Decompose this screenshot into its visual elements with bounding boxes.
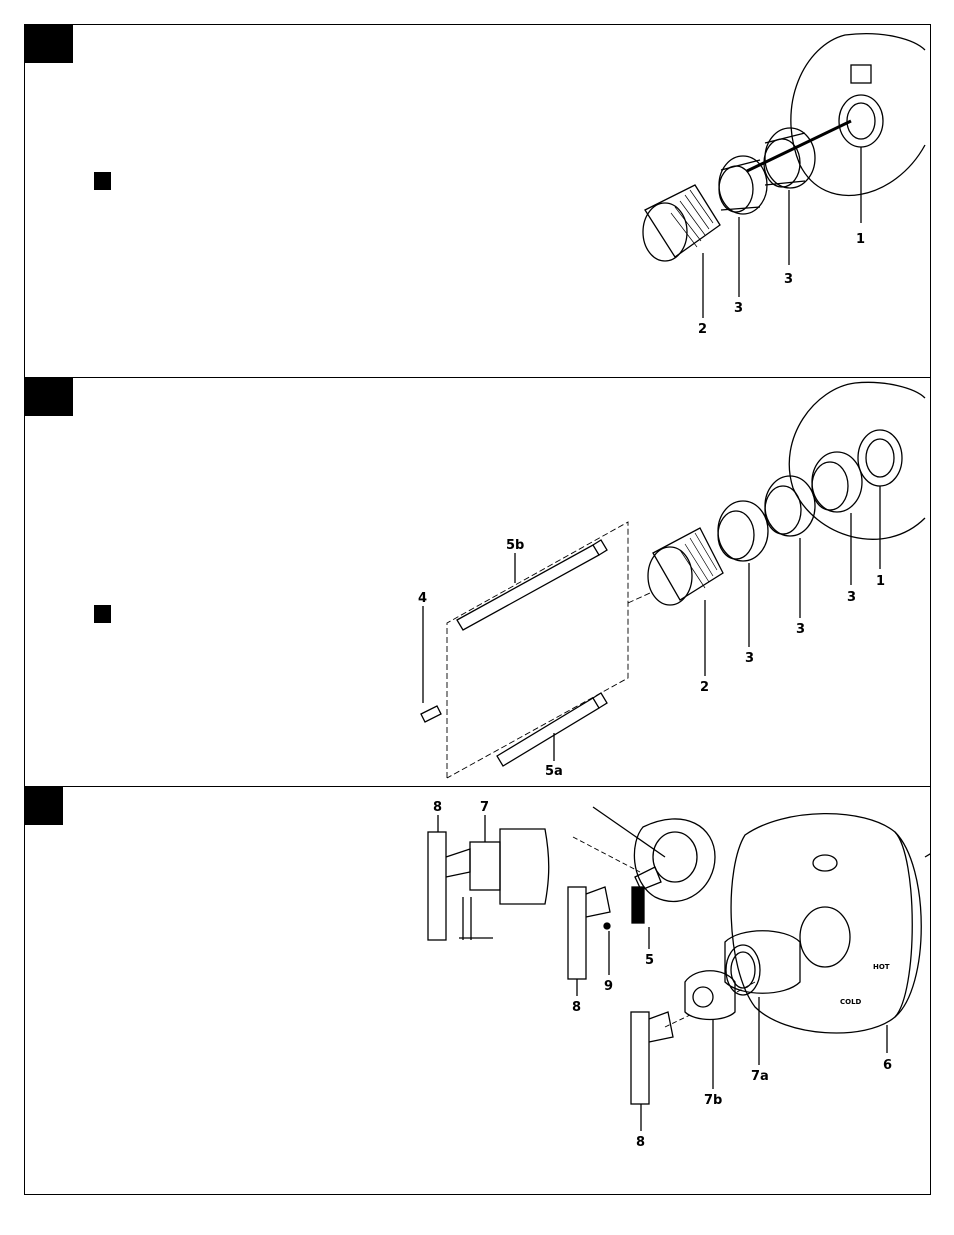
stem-extension-5b — [457, 545, 599, 630]
step-panel-1: 1 2 3 3 — [24, 24, 931, 378]
callout-7: 7 — [480, 800, 489, 815]
stem-extension-5a — [497, 698, 599, 766]
spacer-ring-2 — [765, 476, 815, 536]
threaded-adapter-2 — [645, 185, 720, 257]
valve-hub — [634, 819, 715, 902]
side-view-lever-8 — [428, 832, 446, 940]
exploded-view-step-3: HOT COLD 5 6 7 7a 7b 8 8 8 9 — [25, 787, 930, 1194]
callout-2: 2 — [700, 680, 709, 695]
callout-3c: 3 — [847, 590, 856, 605]
callout-3a: 3 — [745, 651, 754, 666]
callout-6: 6 — [883, 1058, 892, 1073]
side-view-handle-body-7 — [470, 842, 500, 890]
callout-8-middle: 8 — [572, 1000, 581, 1015]
lever-8-middle — [568, 887, 586, 979]
callout-7a: 7a — [751, 1069, 769, 1084]
valve-bracket — [851, 65, 871, 83]
callout-1: 1 — [876, 574, 885, 589]
spacer-ring-1 — [812, 452, 862, 512]
callout-1: 1 — [856, 232, 865, 247]
step-panel-3: HOT COLD 5 6 7 7a 7b 8 8 8 9 — [24, 786, 931, 1195]
callout-2: 2 — [698, 322, 707, 337]
screw-9 — [604, 923, 610, 929]
exploded-view-step-1: 1 2 3 3 — [25, 25, 930, 377]
callout-4: 4 — [418, 591, 427, 606]
wall-plate-outline — [791, 34, 925, 196]
callout-5a: 5a — [545, 764, 563, 779]
lever-8-front — [631, 1012, 649, 1104]
threaded-adapter-2 — [653, 528, 723, 600]
plate-center-hole — [800, 907, 850, 967]
callout-8-side: 8 — [433, 800, 442, 815]
step-panel-2: 1 2 3 3 3 4 5a 5b — [24, 377, 931, 787]
side-view-hub — [446, 849, 470, 877]
hot-label: HOT — [873, 963, 890, 971]
callout-3b: 3 — [784, 272, 793, 287]
spacer-ring-3 — [718, 501, 768, 561]
set-screw-4 — [421, 706, 441, 722]
callout-3a: 3 — [734, 301, 743, 316]
callout-5: 5 — [645, 953, 654, 968]
callout-8-front: 8 — [636, 1135, 645, 1150]
exploded-view-step-2: 1 2 3 3 3 4 5a 5b — [25, 378, 930, 786]
callout-3b: 3 — [796, 622, 805, 637]
callout-5b: 5b — [506, 538, 524, 553]
callout-7b: 7b — [704, 1093, 722, 1108]
cold-label: COLD — [840, 998, 862, 1006]
wall-plate-outline — [789, 382, 925, 539]
callout-9: 9 — [604, 979, 613, 994]
diverter-opening — [813, 855, 837, 871]
insert-5 — [632, 887, 644, 923]
